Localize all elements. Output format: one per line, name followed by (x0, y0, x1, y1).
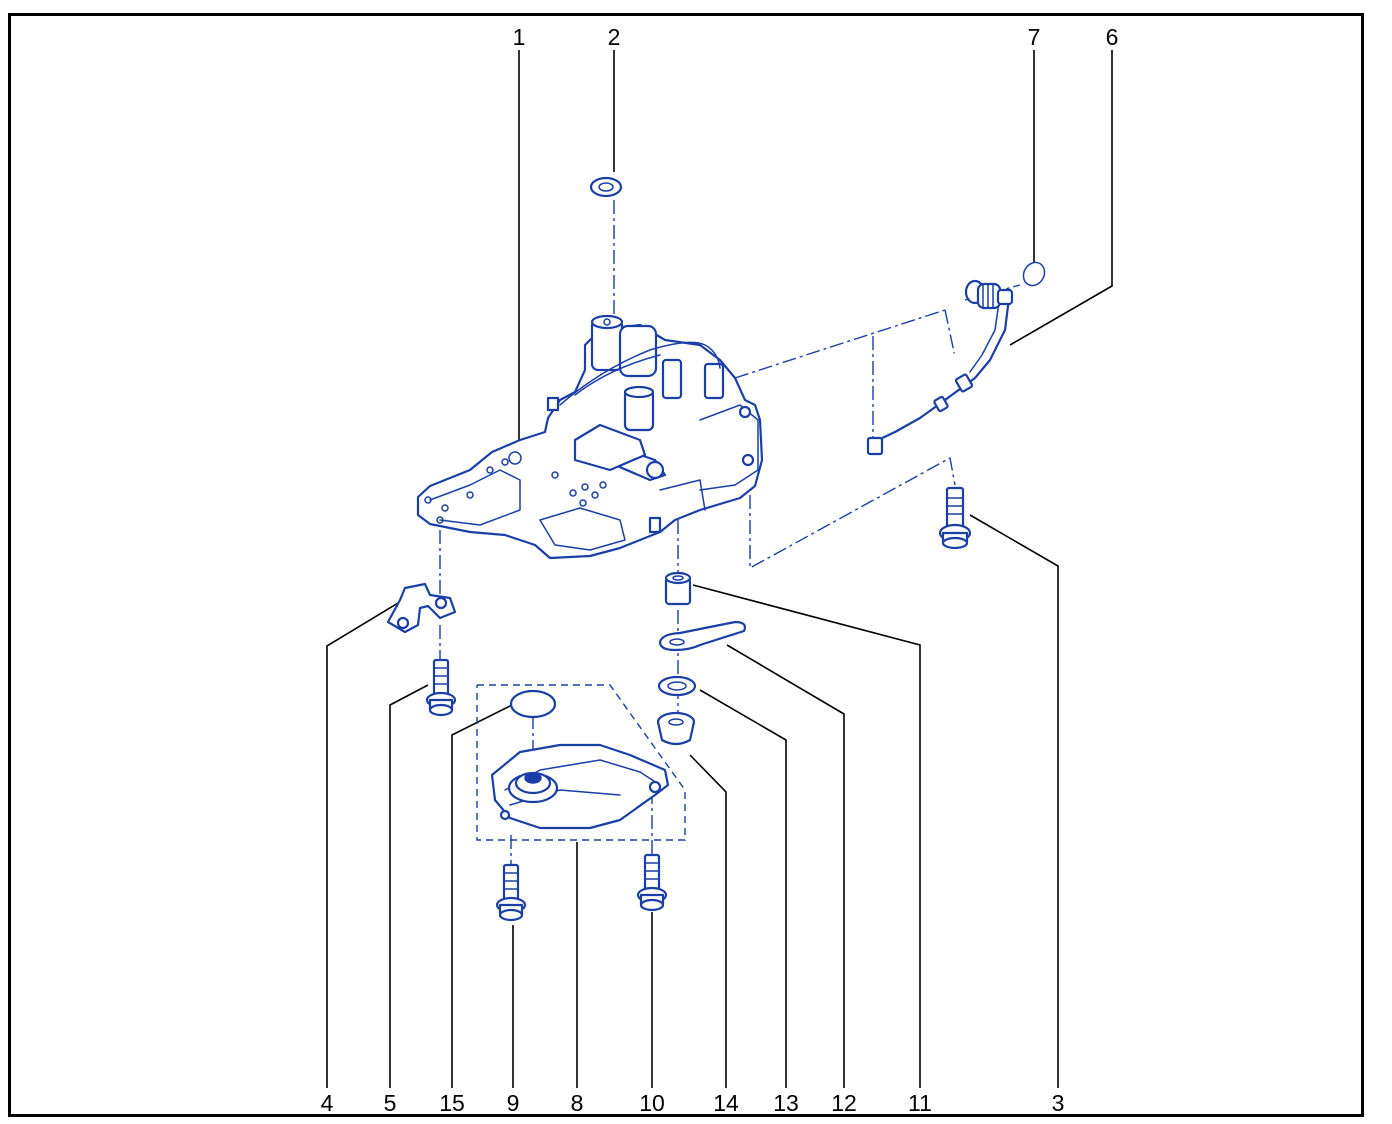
leader-11 (692, 584, 921, 1088)
bolt-3 (938, 486, 972, 550)
callout-label-11: 11 (908, 1090, 932, 1116)
leader-5 (389, 684, 429, 1088)
leader-14 (689, 754, 727, 1088)
callout-label-7: 7 (1028, 24, 1041, 50)
callout-label-9: 9 (507, 1090, 520, 1116)
callout-label-5: 5 (384, 1090, 397, 1116)
lever-plate-12 (658, 620, 747, 652)
leader-3 (969, 514, 1059, 1088)
leader-12 (726, 644, 845, 1088)
callout-label-1: 1 (513, 24, 526, 50)
callout-label-4: 4 (321, 1090, 334, 1116)
sleeve-11 (664, 571, 692, 606)
callout-label-10: 10 (639, 1090, 665, 1116)
diagram-frame (8, 13, 1364, 1117)
leader-13 (699, 689, 787, 1088)
callout-label-8: 8 (571, 1090, 584, 1116)
connector-seal (1022, 261, 1046, 287)
callout-label-6: 6 (1106, 24, 1119, 50)
leader-6 (1009, 50, 1113, 346)
o-ring-top (589, 176, 623, 198)
oil-filter-8 (476, 684, 686, 841)
bolt-9 (495, 863, 527, 922)
valve-body-assembly (416, 314, 764, 560)
wiring-harness (866, 288, 1012, 456)
leader-15 (451, 704, 513, 1088)
bolt-5 (425, 658, 457, 717)
callout-label-14: 14 (713, 1090, 739, 1116)
callout-label-12: 12 (831, 1090, 857, 1116)
callout-label-2: 2 (608, 24, 621, 50)
leader-lines (326, 50, 1113, 1088)
callout-label-13: 13 (773, 1090, 799, 1116)
callout-label-15: 15 (439, 1090, 465, 1116)
washer-13 (657, 675, 697, 697)
bracket-4 (386, 582, 457, 634)
callout-label-3: 3 (1052, 1090, 1065, 1116)
bolt-10 (636, 853, 668, 912)
leader-4 (326, 602, 399, 1088)
harness-connector (964, 279, 1014, 310)
nut-14 (656, 711, 696, 746)
o-ring-15 (509, 689, 557, 719)
